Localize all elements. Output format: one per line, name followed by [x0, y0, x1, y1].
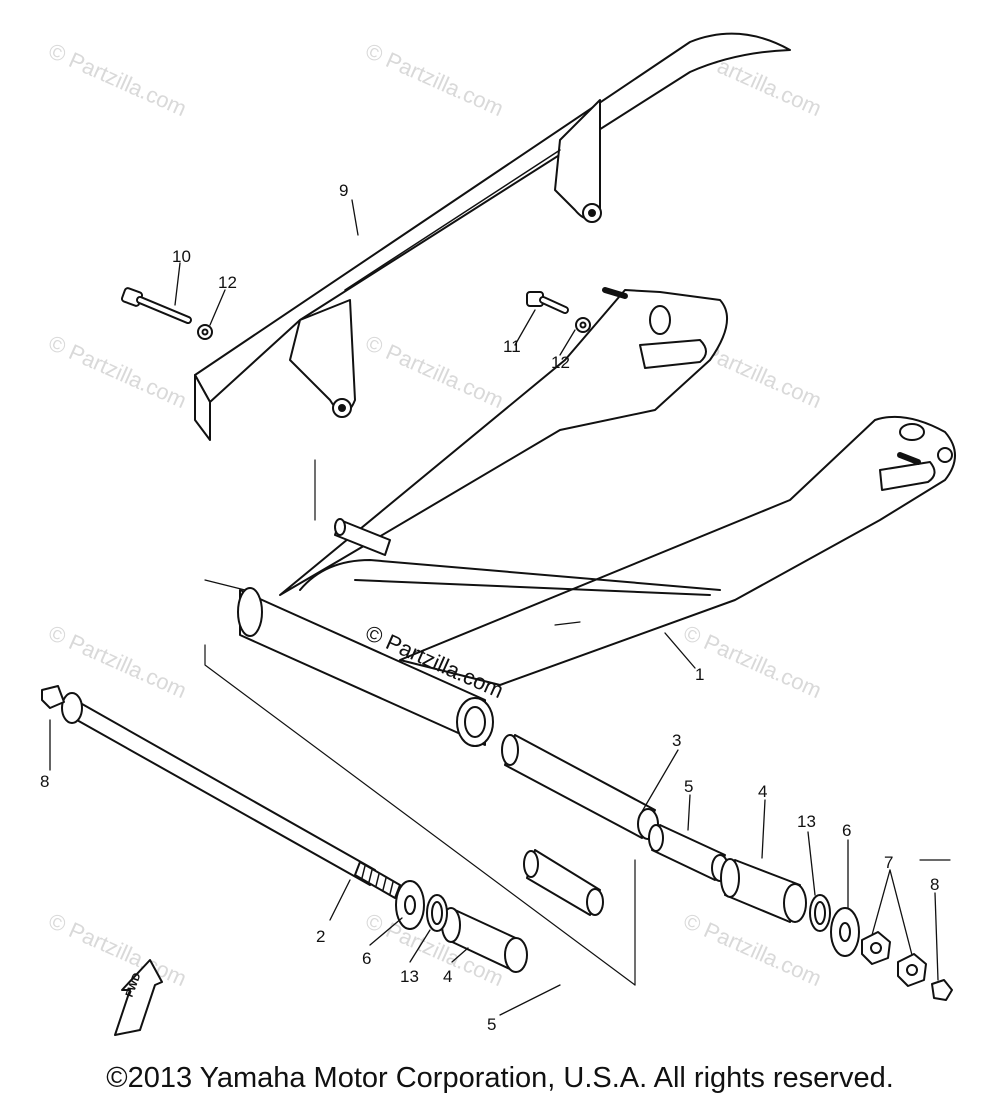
- bushing-4-right: [720, 858, 807, 923]
- callout-9: 9: [339, 181, 348, 200]
- leader-lines: [49, 199, 939, 1016]
- chain-case: [194, 32, 791, 441]
- bracket-washer: [575, 317, 591, 333]
- pivot-shaft: [61, 692, 401, 899]
- swing-arm: [237, 287, 956, 747]
- forward-arrow-icon: FWD: [114, 959, 163, 1036]
- copyright-notice: ©2013 Yamaha Motor Corporation, U.S.A. A…: [106, 1062, 894, 1094]
- callout-5: 5: [487, 1015, 496, 1034]
- callout-6: 6: [362, 949, 371, 968]
- nuts-7: [861, 931, 927, 987]
- thrust-cover-6-right: [830, 907, 860, 957]
- bracket-bolt: [526, 291, 569, 314]
- assembly-guide-lines: [204, 459, 951, 986]
- thrust-cover-6-left: [395, 880, 425, 930]
- callout-5: 5: [684, 777, 693, 796]
- callout-13: 13: [797, 812, 816, 831]
- o-ring-13-right: [809, 894, 831, 932]
- callout-12: 12: [551, 353, 570, 372]
- callout-8: 8: [930, 875, 939, 894]
- callout-4: 4: [758, 782, 767, 801]
- bushing-5-right: [648, 824, 729, 882]
- nut-left: [41, 685, 65, 709]
- callout-10: 10: [172, 247, 191, 266]
- bushing-4-left: [441, 907, 528, 973]
- bushing-5-left: [523, 849, 604, 916]
- callout-3: 3: [672, 731, 681, 750]
- callout-7: 7: [884, 853, 893, 872]
- callout-11: 11: [503, 337, 521, 356]
- callout-6: 6: [842, 821, 851, 840]
- nut-8-right: [931, 979, 953, 1001]
- callouts: 9 10 12 11 12 1 8 3 5 4 13 6 7 8 2 6 13 …: [40, 181, 939, 1034]
- callout-2: 2: [316, 927, 325, 946]
- callout-12: 12: [218, 273, 237, 292]
- callout-13: 13: [400, 967, 419, 986]
- chain-case-bolt: [120, 287, 192, 324]
- swingarm-parts-diagram: FWD 9 10 12 11 12 1 8 3 5 4 13 6: [40, 32, 956, 1036]
- chain-case-washer: [197, 324, 213, 340]
- callout-1: 1: [695, 665, 704, 684]
- collar-3: [501, 734, 659, 840]
- callout-8: 8: [40, 772, 49, 791]
- o-ring-13-left: [426, 894, 448, 932]
- callout-4: 4: [443, 967, 452, 986]
